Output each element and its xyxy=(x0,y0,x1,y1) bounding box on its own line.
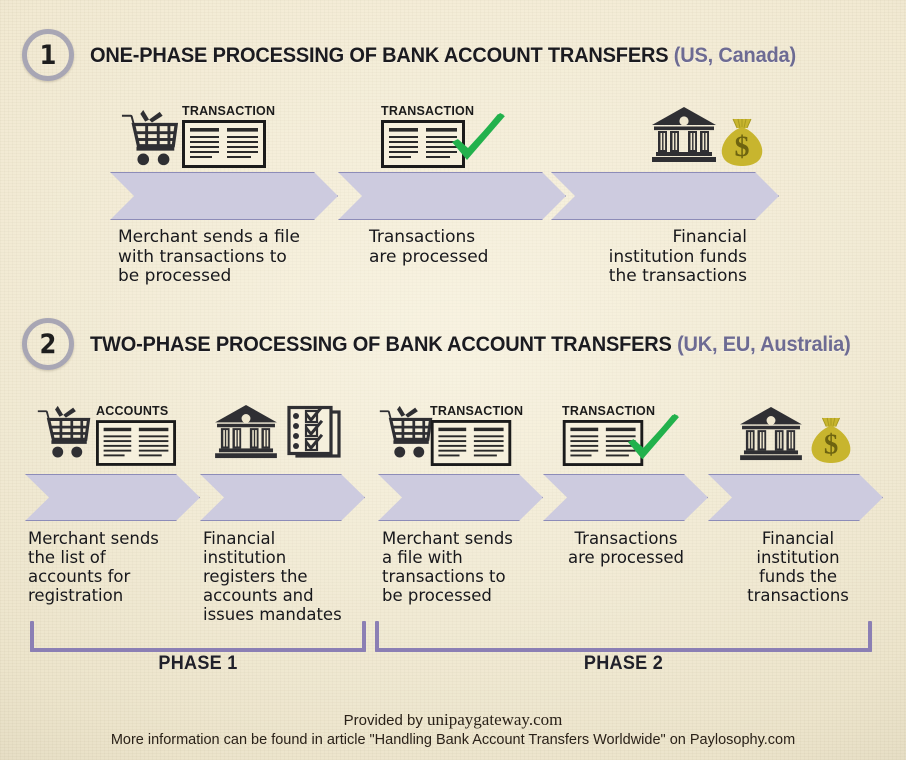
transaction-document-label: TRANSACTION xyxy=(182,104,276,118)
section-2-regions: (UK, EU, Australia) xyxy=(677,331,851,356)
phase-2-label: PHASE 2 xyxy=(583,653,664,674)
process-step-arrow xyxy=(338,172,566,220)
step-caption: Financial institution funds the transact… xyxy=(608,227,747,286)
bank-building-icon xyxy=(650,106,718,164)
shopping-cart-icon xyxy=(36,404,94,462)
money-bag-icon: $ xyxy=(808,416,854,464)
phase-1-bracket xyxy=(30,621,366,652)
section-1-header: 1 ONE-PHASE PROCESSING OF BANK ACCOUNT T… xyxy=(22,29,849,81)
green-check-icon xyxy=(624,414,684,472)
transaction-document-icon: TRANSACTION xyxy=(182,104,275,168)
bank-building-icon xyxy=(738,406,804,462)
checklist-clipboard-icon xyxy=(285,405,343,462)
section-1-title: ONE-PHASE PROCESSING OF BANK ACCOUNT TRA… xyxy=(90,43,796,68)
svg-text:$: $ xyxy=(824,428,838,460)
transaction-document-icon: TRANSACTION xyxy=(381,104,474,168)
step-caption: Transactions are processed xyxy=(369,227,489,267)
accounts-document-icon: ACCOUNTS xyxy=(96,404,176,466)
section-1-regions: (US, Canada) xyxy=(673,42,796,67)
process-step-arrow xyxy=(708,474,883,521)
step-caption: Merchant sends the list of accounts for … xyxy=(28,529,159,605)
process-step-arrow xyxy=(200,474,365,521)
section-1-title-text: ONE-PHASE PROCESSING OF BANK ACCOUNT TRA… xyxy=(90,42,669,67)
process-step-arrow xyxy=(543,474,708,521)
shopping-cart-icon xyxy=(120,108,182,170)
money-bag-icon: $ xyxy=(718,117,766,167)
transaction-document-label: TRANSACTION xyxy=(562,404,656,418)
step-caption: Transactions are processed xyxy=(568,529,684,567)
section-1-number: 1 xyxy=(39,39,57,71)
footer-provided-by: Provided by unipaygateway.com xyxy=(0,710,906,730)
section-2-number: 2 xyxy=(39,328,57,360)
bank-building-icon xyxy=(213,404,279,460)
green-check-icon xyxy=(448,113,510,173)
transaction-document-label: TRANSACTION xyxy=(381,104,475,118)
svg-text:$: $ xyxy=(735,130,750,163)
process-step-arrow xyxy=(25,474,200,521)
footer-note: More information can be found in article… xyxy=(110,732,796,748)
section-2-header: 2 TWO-PHASE PROCESSING OF BANK ACCOUNT T… xyxy=(22,318,906,370)
footer-site-link[interactable]: unipaygateway.com xyxy=(427,710,563,729)
phase-2-bracket xyxy=(375,621,872,652)
section-1-number-badge: 1 xyxy=(22,29,74,81)
process-step-arrow xyxy=(551,172,779,220)
shopping-cart-icon xyxy=(378,404,436,462)
process-step-arrow xyxy=(378,474,543,521)
section-2-number-badge: 2 xyxy=(22,318,74,370)
footer-provided-prefix: Provided by xyxy=(343,712,428,729)
transaction-document-label: TRANSACTION xyxy=(430,404,524,418)
transaction-document-icon: TRANSACTION xyxy=(430,404,523,466)
section-2-title: TWO-PHASE PROCESSING OF BANK ACCOUNT TRA… xyxy=(90,332,851,357)
step-caption: Financial institution registers the acco… xyxy=(203,529,342,624)
step-caption: Merchant sends a file with transactions … xyxy=(382,529,513,605)
accounts-document-label: ACCOUNTS xyxy=(96,404,169,418)
process-step-arrow xyxy=(110,172,338,220)
step-caption: Merchant sends a file with transactions … xyxy=(118,227,300,286)
step-caption: Financial institution funds the transact… xyxy=(747,529,849,605)
section-2-title-text: TWO-PHASE PROCESSING OF BANK ACCOUNT TRA… xyxy=(90,331,672,356)
phase-1-label: PHASE 1 xyxy=(158,653,238,674)
